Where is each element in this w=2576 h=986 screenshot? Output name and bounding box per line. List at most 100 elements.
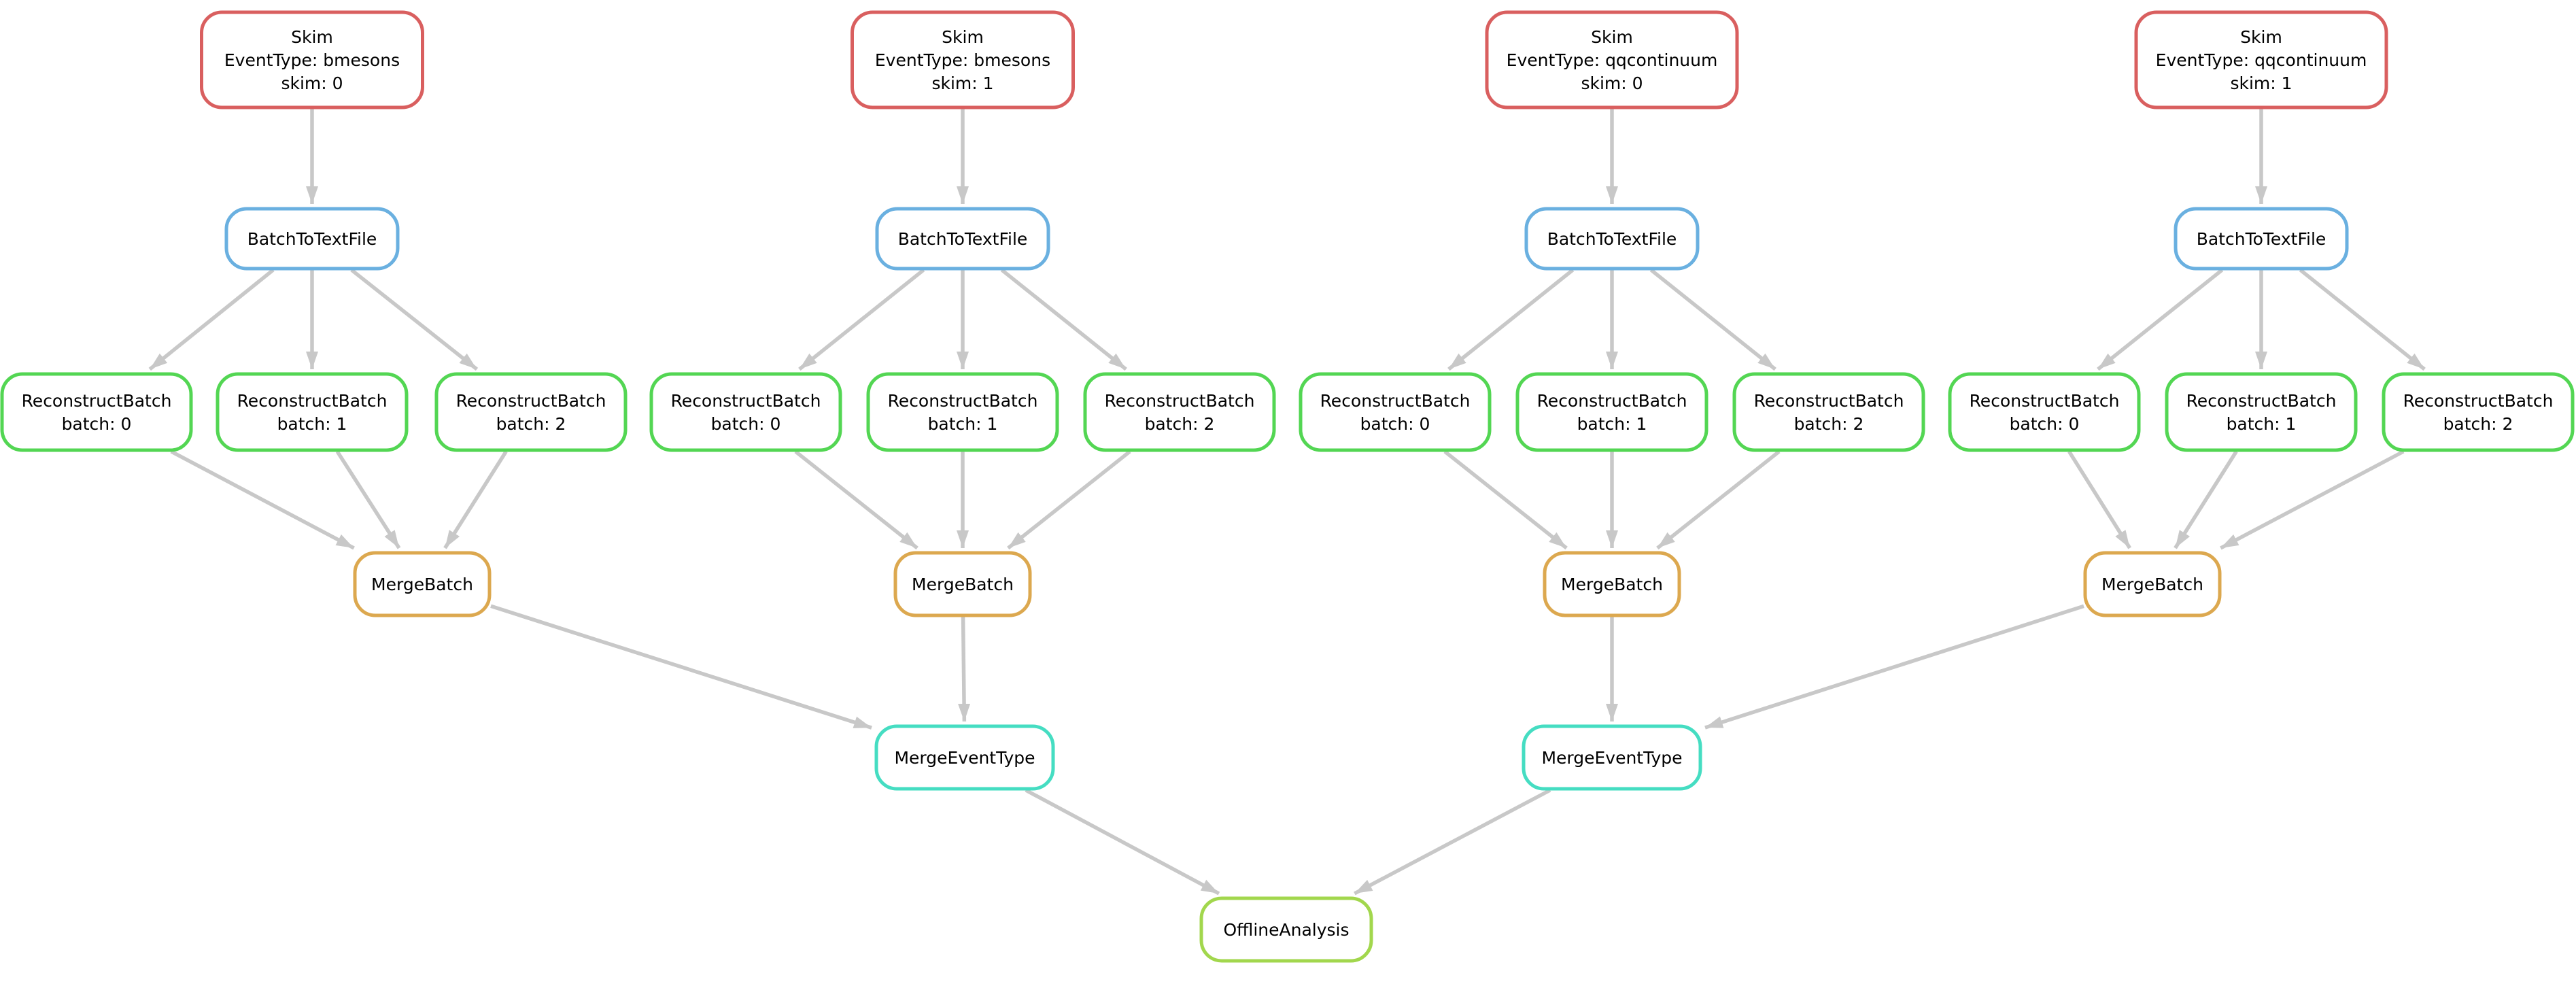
- edge-rb-bmesons-0-batch-0-to-mb-bmesons-0: [170, 449, 355, 550]
- node-btf-qqcontinuum-0: BatchToTextFile: [1524, 207, 1700, 271]
- node-label-line: batch: 0: [2010, 414, 2080, 434]
- node-box: [1524, 207, 1700, 271]
- node-btf-qqcontinuum-1: BatchToTextFile: [2174, 207, 2349, 271]
- node-btf-bmesons-0: BatchToTextFile: [224, 207, 400, 271]
- edge-btf-bmesons-0-to-rb-bmesons-0-batch-2: [350, 268, 479, 371]
- node-box: [875, 207, 1050, 271]
- node-label-line: batch: 1: [2227, 414, 2297, 434]
- node-mb-bmesons-1: MergeBatch: [893, 551, 1032, 617]
- node-label-line: EventType: bmesons: [224, 50, 400, 70]
- node-label-line: batch: 0: [1360, 414, 1430, 434]
- node-box: [866, 372, 1059, 452]
- node-label-line: ReconstructBatch: [1970, 391, 2120, 411]
- node-label: MergeBatch: [2101, 575, 2203, 594]
- node-box: [200, 10, 424, 109]
- node-label-line: BatchToTextFile: [2197, 229, 2326, 249]
- node-box: [2083, 551, 2222, 617]
- node-label: MergeBatch: [1561, 575, 1663, 594]
- node-label-line: skim: 0: [1581, 73, 1643, 93]
- node-mb-qqcontinuum-0: MergeBatch: [1543, 551, 1681, 617]
- node-label-line: MergeBatch: [912, 575, 1014, 594]
- node-label: OfflineAnalysis: [1223, 920, 1349, 940]
- node-label-line: Skim: [942, 27, 984, 47]
- edge-btf-bmesons-0-to-rb-bmesons-0-batch-0: [148, 268, 275, 371]
- node-label-line: batch: 2: [2443, 414, 2513, 434]
- node-label-line: skim: 1: [2230, 73, 2292, 93]
- node-box: [1485, 10, 1739, 109]
- edge-btf-qqcontinuum-0-to-rb-qqcontinuum-0-batch-2: [1649, 268, 1776, 371]
- node-mb-qqcontinuum-1: MergeBatch: [2083, 551, 2222, 617]
- node-box: [1199, 896, 1373, 963]
- edge-met-qqcontinuum-to-offline-analysis: [1354, 788, 1551, 896]
- node-label-line: Skim: [2240, 27, 2282, 47]
- node-btf-bmesons-1: BatchToTextFile: [875, 207, 1050, 271]
- node-met-bmesons: MergeEventType: [874, 724, 1055, 791]
- edge-rb-qqcontinuum-1-batch-0-to-mb-qqcontinuum-1: [2067, 450, 2132, 549]
- edge-rb-qqcontinuum-0-batch-2-to-mb-qqcontinuum-0: [1656, 449, 1781, 550]
- node-label-line: OfflineAnalysis: [1223, 920, 1349, 940]
- node-label-line: EventType: qqcontinuum: [2156, 50, 2367, 70]
- node-box: [1083, 372, 1276, 452]
- node-label-line: BatchToTextFile: [1547, 229, 1677, 249]
- node-rb-qqcontinuum-0-batch-1: ReconstructBatch batch: 1: [1515, 372, 1708, 452]
- node-box: [1522, 724, 1702, 791]
- node-rb-qqcontinuum-1-batch-2: ReconstructBatch batch: 2: [2382, 372, 2575, 452]
- node-label-line: batch: 1: [1577, 414, 1647, 434]
- node-box: [649, 372, 842, 452]
- node-label-line: skim: 1: [931, 73, 993, 93]
- node-label-line: ReconstructBatch: [2403, 391, 2554, 411]
- node-mb-bmesons-0: MergeBatch: [353, 551, 492, 617]
- node-label-line: ReconstructBatch: [22, 391, 172, 411]
- edge-rb-bmesons-1-batch-2-to-mb-bmesons-1: [1007, 449, 1131, 550]
- edge-rb-qqcontinuum-0-batch-0-to-mb-qqcontinuum-0: [1443, 449, 1568, 550]
- node-rb-bmesons-0-batch-2: ReconstructBatch batch: 2: [434, 372, 628, 452]
- node-label-line: ReconstructBatch: [888, 391, 1038, 411]
- node-rb-bmesons-1-batch-1: ReconstructBatch batch: 1: [866, 372, 1059, 452]
- node-label-line: ReconstructBatch: [1537, 391, 1687, 411]
- node-label-line: BatchToTextFile: [898, 229, 1028, 249]
- node-label-line: batch: 1: [928, 414, 998, 434]
- node-label-line: ReconstructBatch: [1320, 391, 1471, 411]
- node-label-line: batch: 2: [496, 414, 566, 434]
- node-label: ReconstructBatch batch: 1: [1537, 391, 1687, 434]
- node-label: MergeEventType: [1541, 748, 1682, 768]
- node-box: [1543, 551, 1681, 617]
- node-label-line: batch: 2: [1794, 414, 1864, 434]
- node-box: [224, 207, 400, 271]
- edge-btf-bmesons-1-to-rb-bmesons-1-batch-2: [1000, 268, 1127, 371]
- node-label-line: ReconstructBatch: [671, 391, 821, 411]
- node-label-line: Skim: [291, 27, 333, 47]
- edge-rb-qqcontinuum-1-batch-1-to-mb-qqcontinuum-1: [2174, 450, 2238, 549]
- node-label-line: skim: 0: [281, 73, 343, 93]
- edge-btf-qqcontinuum-1-to-rb-qqcontinuum-1-batch-2: [2299, 268, 2426, 371]
- node-label-line: ReconstructBatch: [456, 391, 606, 411]
- edge-rb-bmesons-1-batch-0-to-mb-bmesons-1: [794, 449, 918, 550]
- node-label-line: batch: 1: [277, 414, 347, 434]
- node-label: ReconstructBatch batch: 0: [1320, 391, 1471, 434]
- edge-rb-bmesons-0-batch-1-to-mb-bmesons-0: [335, 450, 401, 549]
- node-label-line: MergeBatch: [2101, 575, 2203, 594]
- node-box: [0, 372, 193, 452]
- node-label-line: ReconstructBatch: [1105, 391, 1255, 411]
- edge-mb-qqcontinuum-1-to-met-qqcontinuum: [1704, 604, 2084, 730]
- node-label-line: MergeEventType: [894, 748, 1035, 768]
- node-label-line: MergeEventType: [1541, 748, 1682, 768]
- edge-mb-bmesons-0-to-met-bmesons: [490, 604, 872, 730]
